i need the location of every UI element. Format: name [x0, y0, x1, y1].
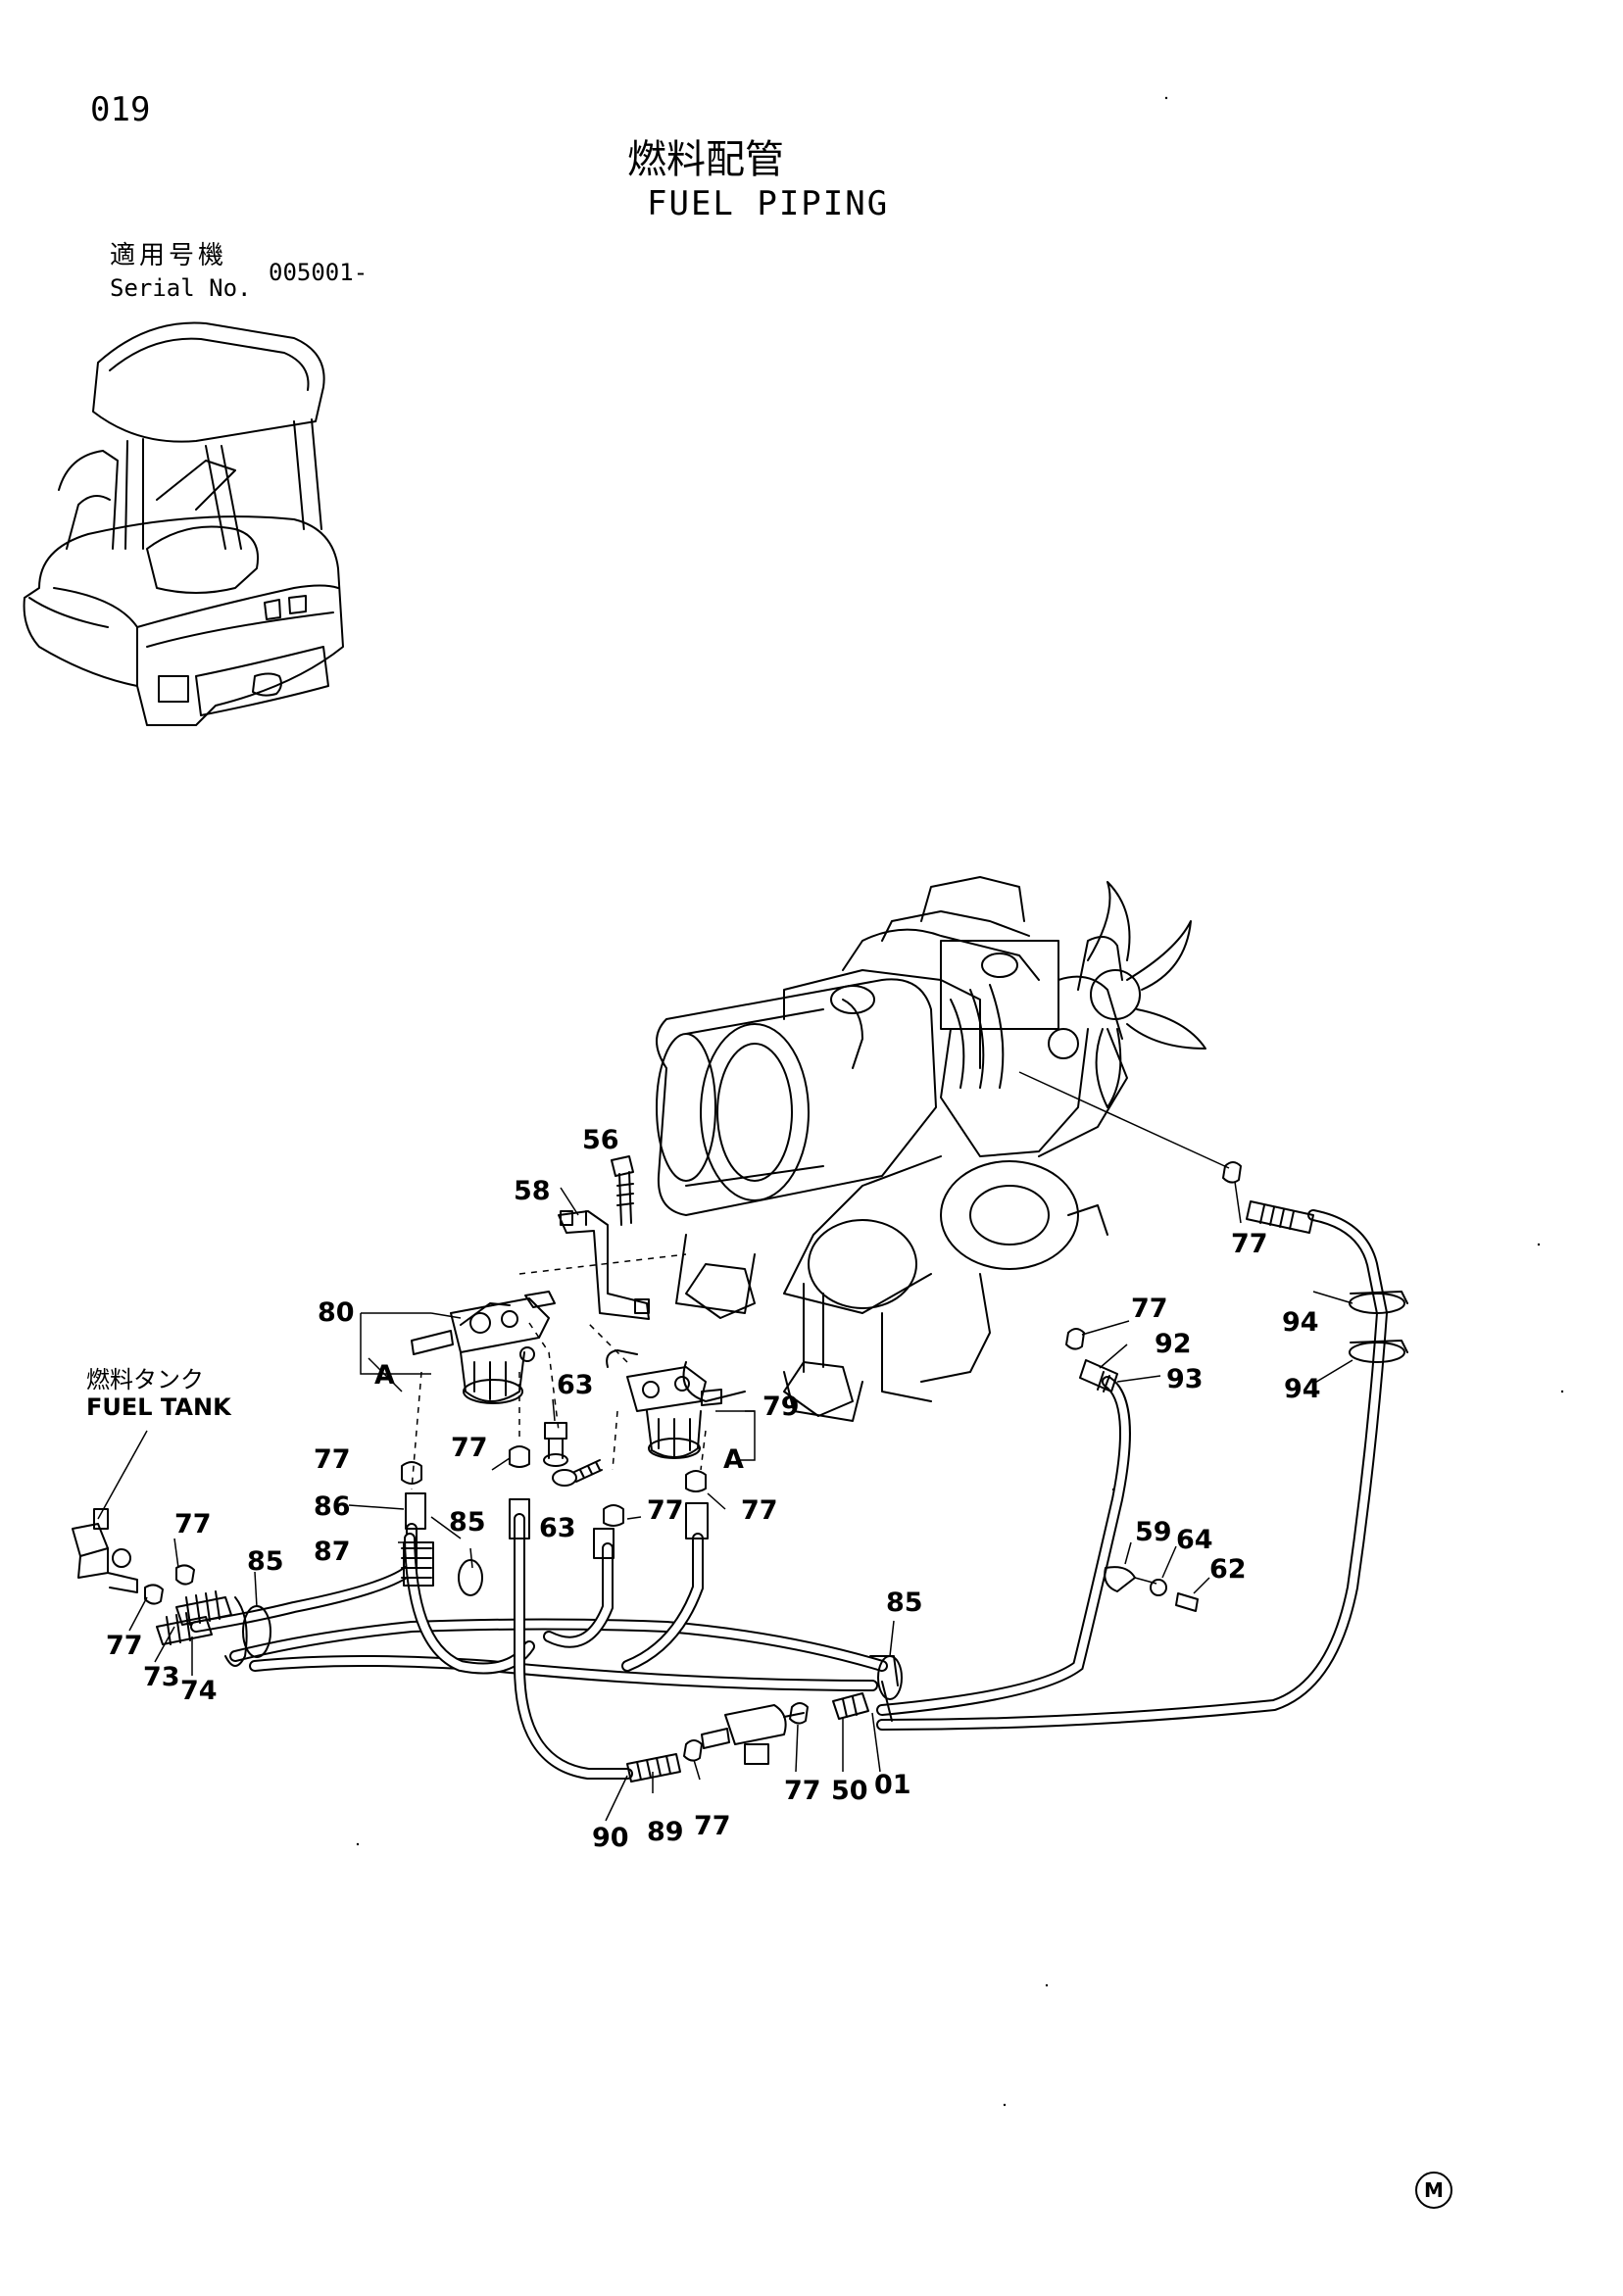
bolt-63-lower	[552, 1459, 603, 1487]
bolt-63-upper	[543, 1422, 568, 1467]
callout-77-right-top: 77	[1231, 1229, 1268, 1259]
hose-fittings	[401, 1200, 1314, 1587]
serial-label-japanese: 適用号機	[110, 241, 228, 270]
serial-number-value: 005001-	[269, 259, 369, 286]
callout-92: 92	[1155, 1329, 1192, 1359]
fuel-filter-80	[411, 1291, 556, 1404]
callout-85-left: 85	[247, 1546, 284, 1577]
bolt-56	[611, 1155, 634, 1226]
callout-leaders	[128, 1071, 1242, 1822]
callout-56: 56	[582, 1125, 619, 1155]
callout-94-lower: 94	[1284, 1374, 1321, 1404]
hose-clamps-94	[1312, 1291, 1408, 1385]
callout-94-upper: 94	[1282, 1307, 1319, 1338]
fuel-tank-label-japanese: 燃料タンク	[86, 1366, 204, 1393]
bracket-58	[558, 1210, 650, 1320]
callout-64: 64	[1176, 1525, 1213, 1555]
callout-77-pump-left: 77	[694, 1811, 731, 1841]
scan-specks	[356, 96, 1564, 2107]
fuel-tank-fitting	[72, 1430, 148, 1593]
callout-87: 87	[314, 1537, 351, 1567]
m-mark-icon: M	[1415, 2172, 1452, 2209]
callout-a-right: A	[723, 1444, 744, 1475]
callout-74: 74	[180, 1676, 218, 1706]
callout-77-tank-lower: 77	[106, 1631, 143, 1661]
callout-63-upper: 63	[557, 1370, 594, 1400]
excavator-illustration	[23, 321, 344, 726]
callout-77-filter-right: 77	[741, 1495, 778, 1526]
callout-01: 01	[874, 1770, 911, 1800]
callout-77-filter-center: 77	[451, 1433, 488, 1463]
callout-77-filter-lower: 77	[647, 1495, 684, 1526]
callout-79: 79	[762, 1392, 800, 1422]
callout-a-left: A	[374, 1360, 395, 1391]
callout-77-pump-right: 77	[784, 1776, 821, 1806]
fuel-pump-assembly	[626, 1681, 893, 1783]
fuel-tank-label-english: FUEL TANK	[86, 1393, 231, 1421]
callout-73: 73	[143, 1662, 180, 1692]
callout-85-right: 85	[886, 1588, 923, 1618]
clamp-bolt-59-64-62	[1104, 1566, 1199, 1612]
callout-59: 59	[1135, 1517, 1172, 1547]
fuel-hoses	[190, 1209, 1389, 1780]
engine-illustration	[656, 876, 1206, 1422]
fuel-filter-79	[606, 1349, 722, 1459]
callout-50: 50	[831, 1776, 868, 1806]
callout-63-lower: 63	[539, 1513, 576, 1543]
clamp-icons	[144, 1161, 1242, 1762]
callout-80: 80	[318, 1297, 355, 1328]
callout-77-tank-upper: 77	[174, 1509, 212, 1539]
callout-85-center: 85	[449, 1507, 486, 1538]
fitting-73-74	[156, 1590, 248, 1667]
callout-62: 62	[1209, 1554, 1247, 1585]
page-number: 019	[90, 90, 151, 129]
callout-86: 86	[314, 1491, 351, 1522]
callout-77-right-mid: 77	[1131, 1294, 1168, 1324]
title-english: FUEL PIPING	[647, 184, 890, 223]
title-japanese: 燃料配管	[627, 137, 784, 182]
callout-93: 93	[1166, 1364, 1204, 1394]
serial-label-english: Serial No.	[110, 274, 252, 302]
callout-90: 90	[592, 1823, 629, 1853]
callout-58: 58	[514, 1176, 551, 1206]
callout-77-filter-left: 77	[314, 1444, 351, 1475]
callout-89: 89	[647, 1817, 684, 1847]
